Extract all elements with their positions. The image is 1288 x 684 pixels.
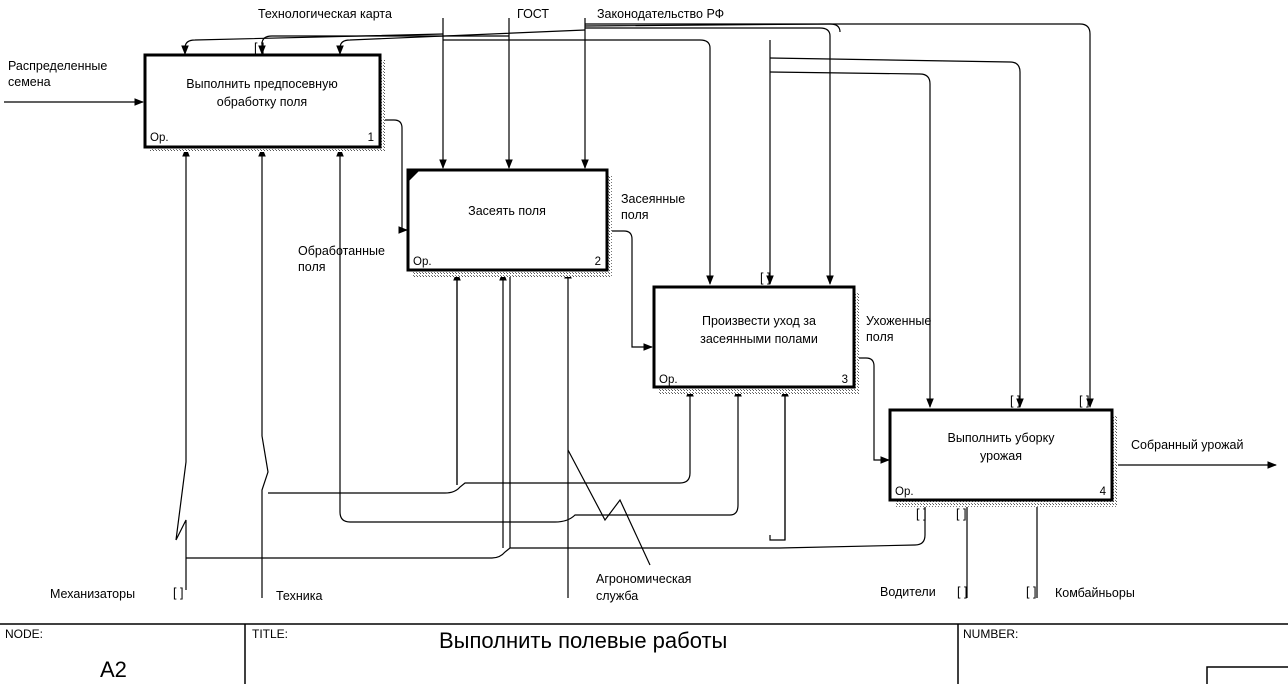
label-tended-fields-1: Ухоженные (866, 314, 931, 328)
node-value: A2 (100, 657, 127, 682)
activity-box-2[interactable]: Засеять поля Ор. 2 (406, 168, 612, 277)
activity-1-cost: Ор. (150, 132, 169, 144)
label-sown-fields-2: поля (621, 208, 649, 222)
arrow-mech-agro-bus[interactable] (339, 148, 742, 523)
diagram-title: Выполнить полевые работы (439, 628, 727, 653)
arrow-control-bus-6[interactable] (769, 71, 934, 408)
number-caption: NUMBER: (963, 627, 1018, 641)
activity-4-label-line2: урожая (980, 449, 1022, 463)
label-control-tech-card: Технологическая карта (258, 7, 392, 21)
label-processed-fields-1: Обработанные (298, 244, 385, 258)
activity-1-label-line2: обработку поля (217, 95, 307, 109)
arrow-control-bus-4[interactable] (769, 57, 1024, 408)
arrow-control-bus-1[interactable] (585, 23, 1094, 408)
arrow-control-bus-2[interactable] (585, 27, 834, 285)
node-caption: NODE: (5, 627, 43, 641)
label-control-gost: ГОСТ (517, 7, 549, 21)
activity-3-cost: Ор. (659, 374, 678, 386)
arrow-mech-mechanizers[interactable] (175, 148, 187, 590)
label-sown-fields-1: Засеянные (621, 192, 685, 206)
tunnel-drivers: [ ] (957, 585, 967, 599)
arrow-mech-agro-bus-2[interactable] (769, 388, 786, 541)
title-caption: TITLE: (252, 627, 288, 641)
arrow-mech-equipment[interactable] (261, 148, 269, 598)
activity-4-cost: Ор. (895, 486, 914, 498)
arrow-control-box1-c2[interactable] (336, 29, 586, 55)
mech-squiggle-1 (567, 449, 651, 566)
arrow-labels: Распределенные семена Технологическая ка… (8, 7, 1243, 603)
tunnel-box4-top-a: [ ] (1010, 394, 1020, 408)
label-mech-mechanizers: Механизаторы (50, 587, 135, 601)
tunnel-mechanizers: [ ] (173, 586, 183, 600)
label-output-harvest: Собранный урожай (1131, 438, 1243, 452)
activity-box-4[interactable]: Выполнить уборку урожая Ор. 4 (888, 408, 1118, 507)
label-mech-drivers: Водители (880, 585, 936, 599)
label-processed-fields-2: поля (298, 260, 326, 274)
label-mech-combine: Комбайньоры (1055, 586, 1135, 600)
arrow-control-box1-a[interactable] (181, 33, 444, 55)
arrow-mech-equipment-bus[interactable] (268, 387, 694, 494)
label-mech-agro-1: Агрономическая (596, 572, 691, 586)
activity-box-3[interactable]: Произвести уход за засеянными полами Ор.… (652, 285, 859, 394)
activity-3-label-line1: Произвести уход за (702, 314, 816, 328)
arrow-tended-fields[interactable] (853, 357, 890, 464)
label-input-seeds-1: Распределенные (8, 59, 107, 73)
tunnel-combine: [ ] (1026, 585, 1036, 599)
activity-box-1[interactable]: Выполнить предпосевную обработку поля Ор… (143, 53, 385, 152)
arrow-mech-mechanizers-bus[interactable] (186, 474, 929, 559)
activity-3-label-line2: засеянными полами (700, 332, 818, 346)
label-input-seeds-2: семена (8, 75, 51, 89)
label-mech-equipment: Техника (276, 589, 322, 603)
arrow-sown-fields[interactable] (606, 230, 653, 351)
arrows (4, 18, 1277, 598)
tunnel-box4-bottom-b: [ ] (956, 507, 966, 521)
arrow-control-box1-b[interactable] (258, 35, 509, 55)
activity-1-label-line1: Выполнить предпосевную (186, 77, 337, 91)
tunnel-box4-bottom-a: [ ] (916, 507, 926, 521)
activity-2-label-line1: Засеять поля (468, 204, 546, 218)
activity-4-label-line1: Выполнить уборку (948, 431, 1056, 445)
label-tended-fields-2: поля (866, 330, 894, 344)
tunnel-box1-top: [ ] (254, 41, 264, 55)
tunnel-box4-top-b: [ ] (1079, 394, 1089, 408)
arrow-processed-fields[interactable] (379, 119, 408, 234)
activity-2-number: 2 (595, 256, 601, 268)
tunnel-box3-top: [ ] (760, 271, 770, 285)
activity-1-number: 1 (368, 132, 374, 144)
label-control-law: Законодательство РФ (597, 7, 724, 21)
arrow-control-bus-3[interactable] (443, 39, 714, 285)
label-mech-agro-2: служба (596, 589, 638, 603)
title-block: NODE: A2 TITLE: Выполнить полевые работы… (0, 623, 1288, 684)
activity-3-number: 3 (842, 374, 848, 386)
activity-4-number: 4 (1100, 486, 1107, 498)
activity-2-cost: Ор. (413, 256, 432, 268)
